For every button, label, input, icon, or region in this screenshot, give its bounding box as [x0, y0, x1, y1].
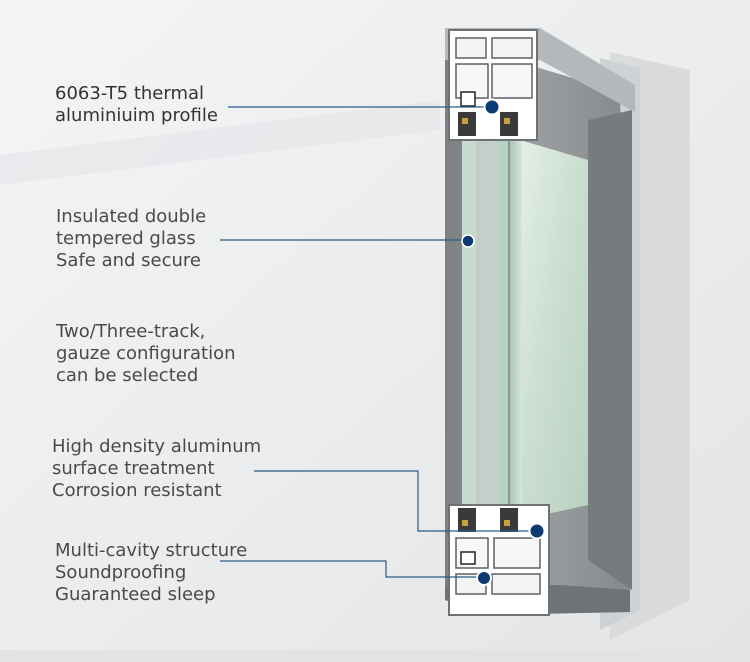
callout-multi-cavity-line-1: Multi-cavity structure	[55, 540, 248, 561]
glass-sash-edge	[498, 128, 508, 530]
callout-multi-cavity: Multi-cavity structure Soundproofing Gua…	[55, 540, 247, 606]
callout-track-configuration-line-2: gauze configuration	[56, 343, 236, 364]
callout-track-configuration: Two/Three-track, gauze configuration can…	[56, 321, 236, 387]
floor-band	[0, 650, 750, 662]
leader-line-surface	[254, 470, 536, 532]
callout-surface-treatment-line-2: surface treatment	[52, 458, 215, 479]
callout-track-configuration-line-3: can be selected	[56, 365, 199, 386]
callout-tempered-glass-line-2: tempered glass	[56, 228, 196, 249]
callout-thermal-profile-line-2: aluminiuim profile	[55, 105, 218, 126]
marker-profile	[483, 98, 501, 116]
marker-cavity	[476, 570, 492, 586]
wall-shadow-band	[0, 100, 440, 185]
leader-line-cavity	[220, 560, 482, 578]
callout-thermal-profile: 6063-T5 thermal aluminiuim profile	[55, 83, 218, 127]
marker-glass	[461, 234, 475, 248]
callout-tempered-glass-line-1: Insulated double	[56, 206, 207, 227]
callout-thermal-profile-line-1: 6063-T5 thermal	[55, 83, 205, 104]
callout-surface-treatment-line-1: High density aluminum	[52, 436, 262, 457]
top-profile-section	[448, 29, 538, 141]
marker-surface	[528, 522, 546, 540]
glass-inner-edge	[510, 132, 522, 525]
glass-outer-edge	[462, 126, 476, 532]
callout-multi-cavity-line-3: Guaranteed sleep	[55, 584, 216, 605]
callout-tempered-glass: Insulated double tempered glass Safe and…	[56, 206, 206, 272]
callout-surface-treatment-line-3: Corrosion resistant	[52, 480, 222, 501]
frame-right-face	[588, 110, 632, 590]
bottom-profile-section	[448, 504, 550, 616]
glass-pane	[520, 140, 588, 520]
leader-lines	[220, 106, 536, 578]
markers	[461, 98, 546, 586]
glass-spacer	[476, 128, 498, 530]
callout-track-configuration-line-1: Two/Three-track,	[56, 321, 206, 342]
callout-tempered-glass-line-3: Safe and secure	[56, 250, 202, 271]
callout-multi-cavity-line-2: Soundproofing	[55, 562, 187, 583]
callout-surface-treatment: High density aluminum surface treatment …	[52, 436, 261, 502]
